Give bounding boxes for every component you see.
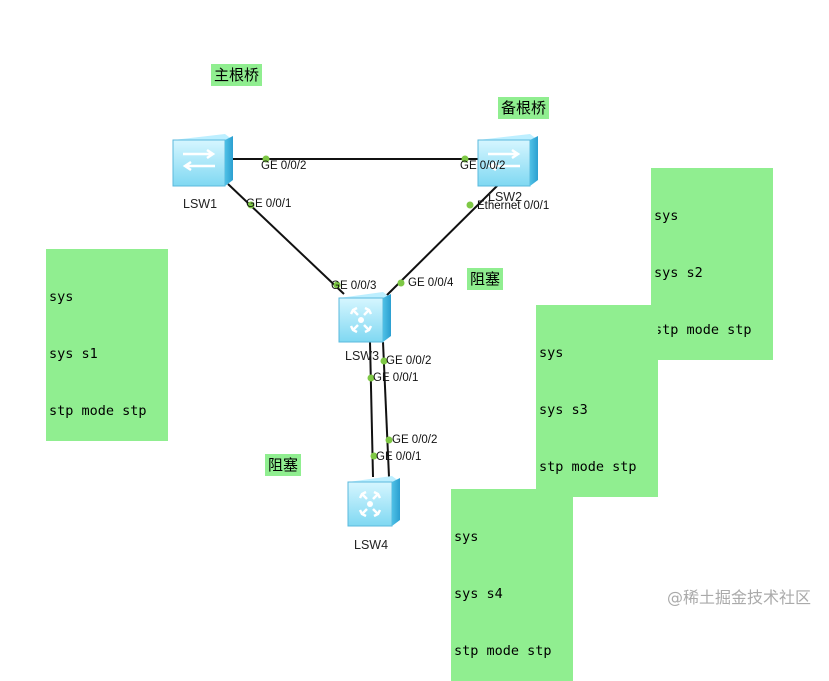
lsw4-label: LSW4 (354, 538, 389, 552)
config-line: sys (454, 529, 479, 545)
port-label-lsw2-ge002: GE 0/0/2 (460, 160, 506, 172)
port-label-lsw3-ge001: GE 0/0/1 (373, 372, 419, 384)
lsw1-switch-icon[interactable] (172, 134, 233, 187)
link-lsw1-lsw3 (227, 183, 345, 295)
config-line: stp mode stp (49, 403, 147, 419)
port-label-lsw4-ge001: GE 0/0/1 (376, 451, 422, 463)
config-line: sys (49, 289, 74, 305)
primary-root-label: 主根桥 (211, 64, 263, 86)
config-note-s3: sys sys s3 stp mode stp (536, 305, 658, 497)
port-label-lsw1-ge002: GE 0/0/2 (261, 160, 307, 172)
config-line: sys s4 (454, 586, 503, 602)
watermark: @稀土掘金技术社区 (666, 588, 811, 607)
config-line: stp mode stp (539, 459, 637, 475)
port-dot (461, 155, 469, 163)
port-dot (247, 201, 255, 209)
config-line: stp mode stp (454, 643, 552, 659)
config-line: stp mode stp (654, 322, 752, 338)
lsw1-label: LSW1 (183, 197, 218, 211)
lsw3-switch-icon[interactable] (338, 292, 391, 343)
lsw3-label: LSW3 (345, 349, 380, 363)
config-line: sys (539, 345, 564, 361)
port-dot (367, 374, 375, 382)
port-label-lsw4-ge002: GE 0/0/2 (392, 434, 438, 446)
topology-diagram (172, 134, 538, 527)
port-dot (333, 281, 341, 289)
port-label-lsw3-ge003: GE 0/0/3 (331, 280, 377, 292)
lsw2-switch-icon[interactable] (477, 134, 538, 187)
port-label-lsw2-eth001: Ethernet 0/0/1 (477, 200, 550, 212)
config-line: sys (654, 208, 679, 224)
port-dot (370, 452, 378, 460)
config-note-s1: sys sys s1 stp mode stp (46, 249, 168, 441)
config-line: sys s2 (654, 265, 703, 281)
blocked-label-lsw4: 阻塞 (265, 454, 302, 476)
port-dot (380, 357, 388, 365)
link-lsw2-lsw3 (385, 184, 499, 297)
config-line: sys s3 (539, 402, 588, 418)
config-note-s4: sys sys s4 stp mode stp (451, 489, 573, 681)
port-dot (262, 155, 270, 163)
backup-root-label: 备根桥 (498, 97, 550, 119)
blocked-label-lsw3: 阻塞 (467, 268, 504, 290)
port-label-lsw3-ge002: GE 0/0/2 (386, 355, 432, 367)
port-label-lsw1-ge001: GE 0/0/1 (246, 198, 292, 210)
port-dot (397, 279, 405, 287)
lsw2-label: LSW2 (488, 190, 523, 204)
port-label-lsw3-ge004: GE 0/0/4 (408, 277, 454, 289)
config-line: sys s1 (49, 346, 98, 362)
port-dot (466, 201, 474, 209)
port-dot (385, 436, 393, 444)
config-note-s2: sys sys s2 stp mode stp (651, 168, 773, 360)
lsw4-switch-icon[interactable] (347, 476, 400, 527)
